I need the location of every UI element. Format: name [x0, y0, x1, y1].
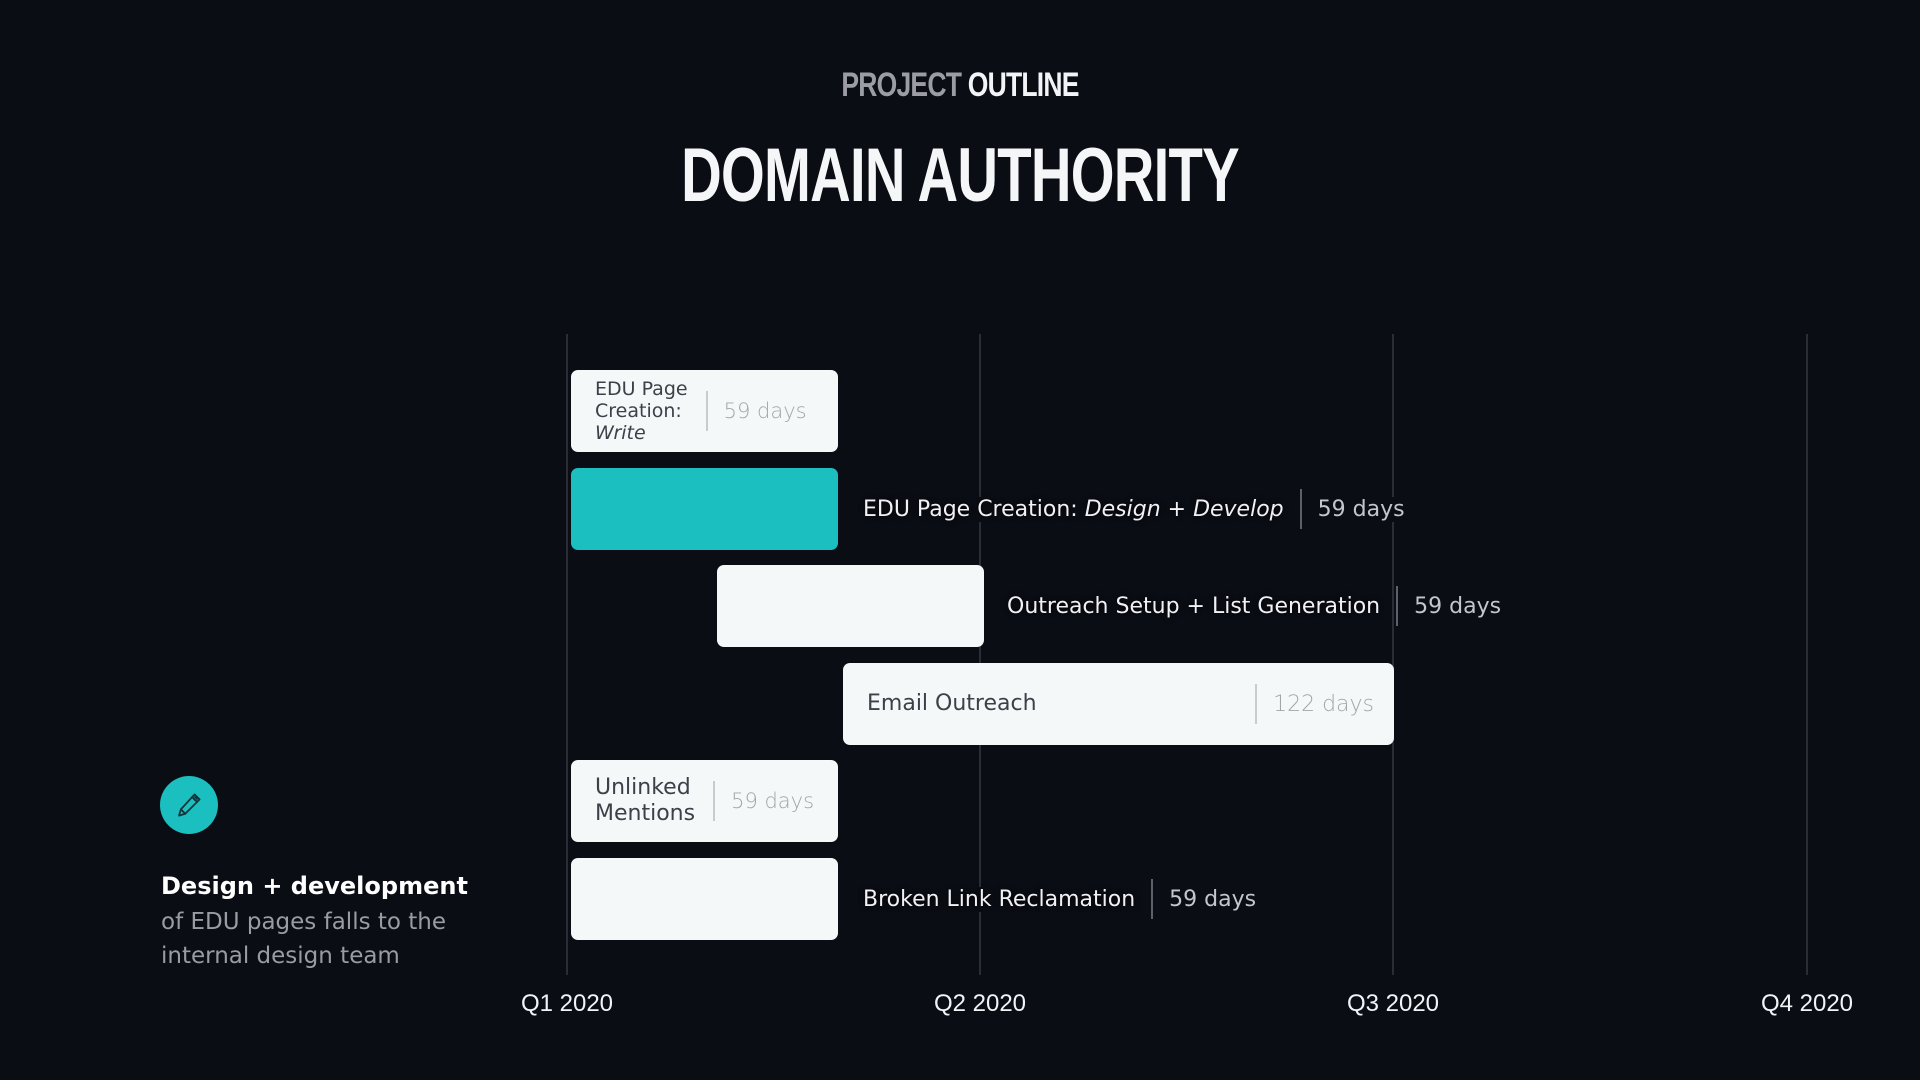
task-duration: 122 days [1273, 691, 1374, 717]
task-label: Outreach Setup + List Generation [1007, 593, 1381, 619]
note-body: of EDU pages falls to the internal desig… [161, 909, 447, 969]
subtitle-part-2: OUTLINE [967, 66, 1080, 104]
gantt-bar-outreach-setup[interactable] [717, 565, 984, 647]
task-label-line: EDU Page [595, 378, 688, 400]
subtitle-part-1: PROJECT [841, 66, 962, 104]
gantt-bar-edu-write[interactable]: EDU Page Creation: Write 59 days [571, 370, 838, 452]
task-label-line: Creation: [595, 400, 682, 422]
task-label: Unlinked Mentions [571, 775, 695, 827]
task-duration: 59 days [723, 399, 807, 423]
axis-label-q3: Q3 2020 [1346, 990, 1440, 1017]
note-icon-badge [160, 776, 218, 834]
axis-label-q2: Q2 2020 [933, 990, 1027, 1017]
gridline-q4 [1806, 334, 1808, 975]
subtitle: PROJECT OUTLINE [211, 66, 1709, 105]
pencil-icon [178, 793, 201, 817]
task-label-line: Write [595, 422, 646, 444]
task-label-external: EDU Page Creation: Design + Develop 59 d… [863, 468, 1405, 550]
gantt-bar-email-outreach[interactable]: Email Outreach 122 days [843, 663, 1394, 745]
task-label: Email Outreach [867, 691, 1037, 716]
task-label: EDU Page Creation: Design + Develop [863, 496, 1284, 522]
task-label-line: Unlinked [595, 775, 691, 800]
task-label: EDU Page Creation: Write [571, 378, 688, 444]
page-title: DOMAIN AUTHORITY [681, 133, 1240, 218]
task-duration: 59 days [1414, 593, 1502, 619]
task-label-external: Outreach Setup + List Generation 59 days [1007, 565, 1502, 647]
task-label-italic: Design + Develop [1084, 496, 1284, 522]
task-duration: 59 days [1317, 496, 1405, 522]
divider [713, 781, 716, 821]
divider [1255, 684, 1258, 724]
divider [1396, 586, 1399, 626]
note-title: Design + development [161, 872, 468, 900]
divider [1299, 489, 1302, 529]
task-label-line: Mentions [595, 801, 696, 826]
gantt-bar-edu-design-develop[interactable] [571, 468, 838, 550]
gridline-q1 [566, 334, 568, 975]
gridline-q2 [979, 334, 981, 975]
gantt-bar-broken-link[interactable] [571, 858, 838, 940]
axis-label-q1: Q1 2020 [520, 990, 614, 1017]
task-label-external: Broken Link Reclamation 59 days [863, 858, 1257, 940]
task-duration: 59 days [1169, 886, 1257, 912]
gantt-bar-unlinked-mentions[interactable]: Unlinked Mentions 59 days [571, 760, 838, 842]
task-label-main: EDU Page Creation: [863, 496, 1085, 522]
task-duration: 59 days [731, 789, 815, 813]
gridline-q3 [1392, 334, 1394, 975]
axis-label-q4: Q4 2020 [1760, 990, 1854, 1017]
divider [705, 391, 708, 431]
divider [1151, 879, 1154, 919]
task-label: Broken Link Reclamation [863, 886, 1136, 912]
